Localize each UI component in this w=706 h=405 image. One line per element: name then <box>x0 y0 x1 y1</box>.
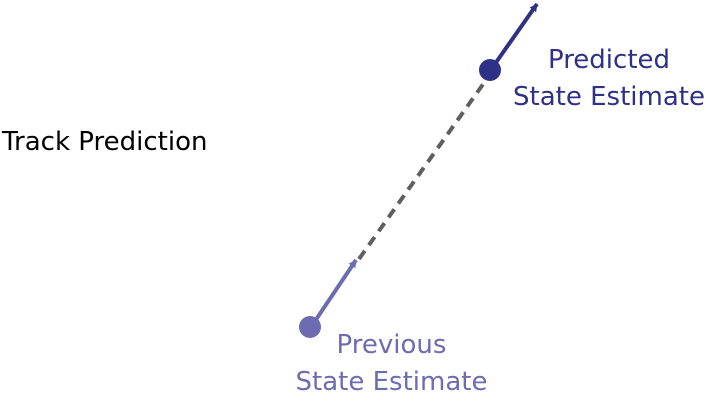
predicted-state-label: Predicted State Estimate <box>503 42 706 116</box>
previous-label-line-2: State Estimate <box>295 367 488 397</box>
previous-state-dot <box>299 316 321 338</box>
predicted-velocity-arrow <box>488 2 539 73</box>
predicted-state-dot <box>479 59 501 81</box>
prediction-dashed-connector <box>357 71 493 261</box>
previous-state-label: Previous State Estimate <box>285 327 498 401</box>
predicted-label-line-2: State Estimate <box>513 82 705 112</box>
diagram-title: Track Prediction <box>2 127 208 157</box>
previous-label-line-1: Previous <box>336 330 447 360</box>
previous-velocity-arrow <box>309 258 358 329</box>
predicted-label-line-1: Predicted <box>547 45 671 75</box>
